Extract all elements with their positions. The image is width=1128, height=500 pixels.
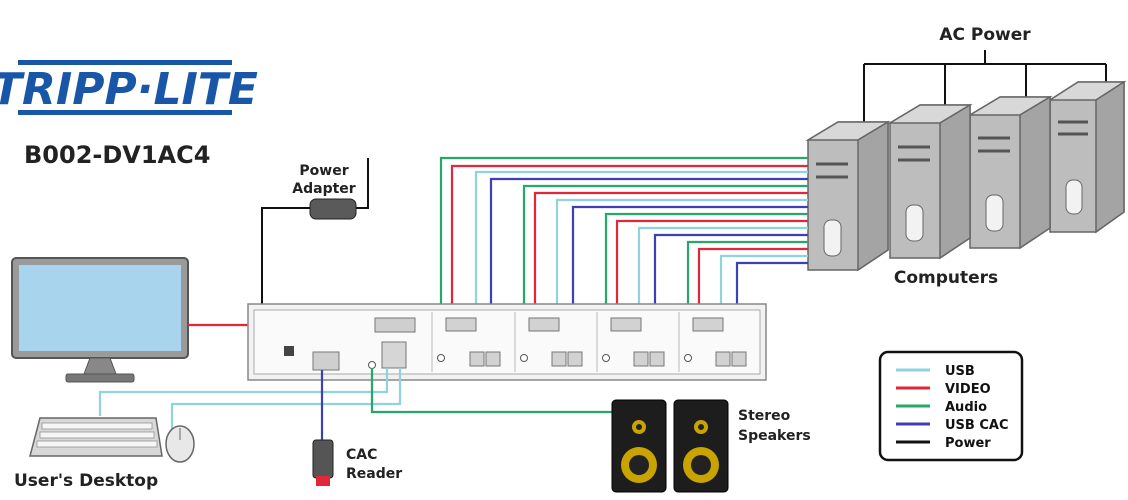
cac-reader-label-line2: Reader	[346, 466, 402, 482]
computer-tower-icon	[805, 120, 891, 272]
speaker-icon	[611, 399, 667, 493]
audio-cable	[370, 368, 612, 414]
tripp-lite-logo: TRIPP·LITE	[0, 60, 258, 115]
legend-label: Power	[945, 436, 991, 451]
legend-label: USB CAC	[945, 418, 1009, 433]
computer-tower-icon	[967, 95, 1053, 250]
legend-label: VIDEO	[945, 382, 991, 397]
legend-label: Audio	[945, 400, 987, 415]
power-adapter-label-line2: Adapter	[292, 181, 356, 197]
computer-tower-icon	[1047, 80, 1127, 234]
speakers-label-line2: Speakers	[738, 428, 811, 444]
cac-reader-icon	[312, 439, 334, 486]
keyboard-icon	[29, 417, 163, 457]
computer-tower-icon	[887, 103, 973, 260]
speaker-icon	[673, 399, 729, 493]
ac-power-lines	[863, 50, 1107, 125]
power-adapter-label-line1: Power	[299, 163, 348, 179]
model-number: B002-DV1AC4	[24, 141, 210, 169]
logo-text: TRIPP·LITE	[0, 64, 258, 115]
ac-power-label: AC Power	[939, 25, 1031, 45]
legend-label: USB	[945, 364, 975, 379]
users-desktop-label: User's Desktop	[14, 471, 158, 491]
speakers-label-line1: Stereo	[738, 408, 791, 424]
desktop-usb-cables	[98, 368, 402, 432]
computer-cables	[439, 156, 808, 352]
computers-label: Computers	[894, 268, 998, 288]
kvm-switch-icon	[247, 303, 767, 381]
monitor-icon	[11, 257, 189, 383]
cac-reader-label-line1: CAC	[346, 447, 377, 463]
mouse-icon	[165, 425, 195, 463]
